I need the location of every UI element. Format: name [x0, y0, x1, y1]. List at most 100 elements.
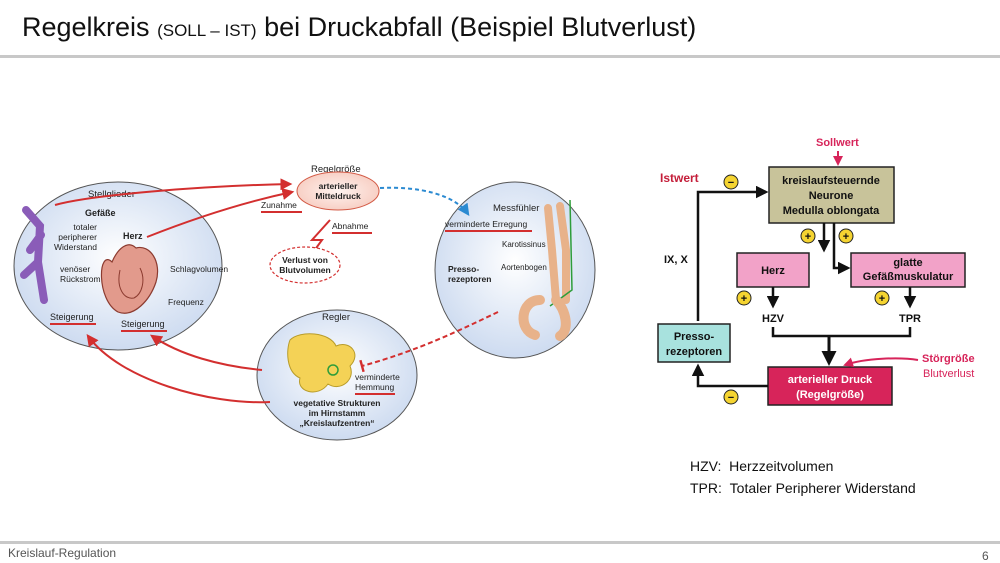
sollwert-label: Sollwert	[816, 137, 859, 149]
erregung-label: verminderte Erregung	[445, 219, 527, 229]
druck-label-2: (Regelgröße)	[796, 389, 864, 401]
aortenbogen-label: Aortenbogen	[501, 263, 547, 272]
arrow-sensor-to-controller	[359, 311, 499, 373]
slide-title: Regelkreis (SOLL – IST) bei Druckabfall …	[22, 12, 696, 43]
sensor-ellipse	[434, 181, 596, 359]
karotissinus-label: Karotissinus	[502, 240, 546, 249]
tpr-label-2: peripherer	[58, 232, 97, 242]
medulla-label-2: Neurone	[809, 190, 854, 202]
arrow-herz-to-druck	[146, 188, 295, 238]
plus-sign-herz: +	[805, 231, 811, 243]
gefaesse-label: Gefäße	[85, 208, 116, 218]
footer-title: Kreislauf-Regulation	[8, 546, 117, 560]
tpr-label-3: Widerstand	[54, 242, 97, 252]
feedback-path	[691, 363, 768, 388]
plus-badge-herz	[800, 228, 816, 244]
title-part-rest: bei Druckabfall (Beispiel Blutverlust)	[256, 12, 697, 42]
stellglieder-label: Stellglieder	[88, 189, 135, 200]
plus-sign-tpr: +	[879, 293, 885, 305]
heart-icon	[100, 244, 159, 314]
medulla-box	[768, 166, 895, 224]
aortic-arch-icon	[518, 295, 571, 341]
messfuehler-label: Messfühler	[493, 203, 539, 214]
venoes-label-2: Rückstrom	[60, 274, 101, 284]
presso-right-label-2: rezeptoren	[666, 346, 723, 358]
druck-box	[767, 366, 893, 406]
herz-box-label: Herz	[761, 265, 785, 277]
verlust-label-2: Blutvolumen	[279, 265, 330, 275]
mitteldruck-label-2: Mitteldruck	[315, 191, 361, 201]
strukturen-label-3: „Kreislaufzentren“	[299, 418, 374, 428]
venoes-label-1: venöser	[60, 264, 90, 274]
minus-badge-bottom	[723, 389, 739, 405]
plus-badge-tpr	[874, 290, 890, 306]
steigerung-label-2: Steigerung	[121, 319, 165, 329]
brainstem-icon	[287, 333, 356, 393]
plus-sign-gefaess: +	[843, 231, 849, 243]
vessel-icon	[20, 206, 48, 304]
title-part-soll-ist: (SOLL – IST)	[157, 21, 257, 40]
herz-box	[736, 252, 810, 288]
legend-abbr-tpr: TPR:	[690, 480, 722, 496]
title-part-main: Regelkreis	[22, 12, 158, 42]
presso-left-label-2: rezeptoren	[448, 274, 491, 284]
legend-abbr-hzv: HZV:	[690, 458, 722, 474]
strukturen-label-1: vegetative Strukturen	[294, 398, 381, 408]
tpr-label: TPR	[899, 313, 921, 325]
verlust-label-1: Verlust von	[282, 255, 328, 265]
nucleus-icon	[327, 364, 339, 376]
regelgroesse-label: Regelgröße	[311, 164, 361, 175]
plus-badge-gefaess	[838, 228, 854, 244]
presso-left-label-1: Presso-	[448, 264, 479, 274]
ixx-label: IX, X	[664, 254, 689, 266]
gefaess-label-1: glatte	[893, 257, 922, 269]
mitteldruck-label-1: arterieller	[319, 181, 358, 191]
blutverlust-label: Blutverlust	[923, 368, 974, 380]
schlagvolumen-label: Schlagvolumen	[170, 264, 228, 274]
hemmung-label-1: verminderte	[355, 372, 400, 382]
minus-badge-top	[723, 174, 739, 190]
control-loop-illustration: Stellglieder Gefäße totaler peripherer W…	[13, 164, 596, 441]
medulla-label-3: Medulla oblongata	[783, 205, 880, 217]
legend-text-tpr: Totaler Peripherer Widerstand	[729, 480, 916, 496]
blutverlust-node	[269, 246, 341, 284]
page-number: 6	[982, 549, 989, 563]
gefaess-box	[850, 252, 966, 288]
footer-rule	[0, 541, 1000, 544]
herz-label: Herz	[123, 231, 143, 241]
strukturen-label-2: im Hirnstamm	[309, 408, 366, 418]
tpr-label-1: totaler	[73, 222, 97, 232]
merge-line	[771, 327, 912, 338]
presso-box	[657, 323, 731, 363]
afferent-path	[696, 185, 769, 321]
arrow-controller-to-gefaesse	[86, 334, 271, 404]
legend-text-hzv: Herzzeitvolumen	[729, 458, 834, 474]
plus-badge-hzv	[736, 290, 752, 306]
title-rule	[0, 55, 1000, 58]
carotid-icon	[544, 202, 570, 304]
hemmung-label-2: Hemmung	[355, 382, 394, 392]
plus-sign-hzv: +	[741, 293, 747, 305]
hzv-label: HZV	[762, 313, 785, 325]
steigerung-label-1: Steigerung	[50, 312, 94, 322]
legend-row-hzv: HZV: Herzzeitvolumen	[690, 458, 833, 474]
druck-label-1: arterieller Druck	[788, 374, 873, 386]
abnahme-label: Abnahme	[332, 221, 369, 231]
presso-right-label-1: Presso-	[674, 331, 715, 343]
stoer-arrow	[843, 357, 919, 368]
minus-sign-bottom: −	[728, 392, 734, 404]
arrow-druck-to-sensor	[379, 186, 470, 216]
arrow-medulla-gefaess	[832, 223, 851, 275]
gefaess-label-2: Gefäßmuskulatur	[863, 271, 954, 283]
istwert-label: Istwert	[660, 171, 699, 185]
legend-row-tpr: TPR: Totaler Peripherer Widerstand	[690, 480, 916, 496]
medulla-label-1: kreislaufsteuernde	[782, 175, 880, 187]
zunahme-label: Zunahme	[261, 200, 297, 210]
regler-label: Regler	[322, 312, 350, 323]
frequenz-label: Frequenz	[168, 297, 204, 307]
arrow-controller-to-herz	[150, 334, 263, 371]
mitteldruck-node	[296, 171, 380, 211]
minus-sign-top: −	[728, 177, 734, 189]
arrow-gefaesse-to-druck	[54, 178, 293, 206]
stoer-label: Störgröße	[922, 353, 975, 365]
